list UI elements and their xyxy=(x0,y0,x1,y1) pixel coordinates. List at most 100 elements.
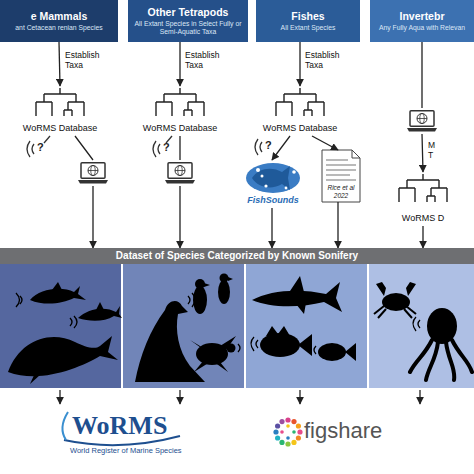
invertebrate-silhouette xyxy=(413,317,420,331)
sound-waves xyxy=(27,136,262,157)
output-arrow xyxy=(419,390,420,404)
edge-label: M T xyxy=(428,140,442,160)
invertebrate-silhouette xyxy=(410,340,472,380)
flow-arrow xyxy=(75,136,93,248)
fish-silhouette xyxy=(266,326,312,356)
flow-arrow xyxy=(337,202,338,248)
node-title: WoRMS Database xyxy=(23,123,97,134)
figshare-logo-graphic xyxy=(296,423,301,428)
flow-arrow xyxy=(59,42,60,86)
question-mark: ? xyxy=(265,139,272,151)
node-title: WoRMS Database xyxy=(143,123,217,134)
output-arrow xyxy=(179,390,180,404)
figshare-logo-graphic xyxy=(275,423,280,428)
sound-waves xyxy=(44,136,50,143)
flow-arrow xyxy=(179,42,180,86)
fish-silhouette xyxy=(251,337,316,354)
flow-arrow xyxy=(422,42,423,172)
invertebrate-silhouette xyxy=(382,293,410,311)
species-panel xyxy=(0,264,474,388)
fishsounds-logo: FishSounds xyxy=(242,160,304,208)
reference-document xyxy=(322,150,360,202)
node-title: WoRMS Database xyxy=(263,123,337,134)
flow-arrow xyxy=(422,226,423,248)
mammal-silhouette xyxy=(30,362,50,384)
tetrapod-silhouette xyxy=(188,293,240,352)
figshare-logo-text: figshare xyxy=(304,418,382,444)
figshare-logo-graphic xyxy=(292,430,296,434)
database-node: WoRMS Database xyxy=(15,86,105,136)
species-panel xyxy=(368,264,474,388)
reference-document xyxy=(322,150,360,202)
figshare-logo-graphic xyxy=(291,419,296,424)
flow-arrow xyxy=(312,136,338,150)
node-title: Invertebr xyxy=(400,10,445,22)
figshare-logo-graphic xyxy=(280,430,284,434)
flow-arrow xyxy=(271,208,272,248)
flow-arrow xyxy=(299,42,300,86)
fish-silhouette xyxy=(318,343,346,361)
worms-logo-text: WoRMS xyxy=(72,412,167,440)
laptop-icon xyxy=(78,163,108,184)
node-body: ant Cetacean renian Species xyxy=(15,24,102,32)
fishsounds-graphic xyxy=(285,187,288,190)
dataset-band: Dataset of Species Categorized by Known … xyxy=(0,248,474,264)
node-body: All Extant Species in Select Fully or Se… xyxy=(131,20,245,36)
node-title: FishSounds xyxy=(247,195,299,206)
fishsounds-graphic xyxy=(264,184,267,187)
figshare-logo-graphic xyxy=(286,424,290,428)
invertebrate-silhouette xyxy=(374,306,416,318)
tetrapod-silhouette xyxy=(195,279,205,289)
figshare-logo-graphic xyxy=(273,417,302,446)
figshare-logo-graphic xyxy=(279,419,284,424)
fish-silhouette xyxy=(260,333,300,357)
figshare-logo-graphic xyxy=(296,435,301,440)
category-header: InvertebrAny Fully Aqua with Relevan xyxy=(370,0,474,42)
mammal-silhouette xyxy=(8,282,122,384)
tetrapod-silhouette xyxy=(228,277,233,281)
database-node: WoRMS D xyxy=(378,172,468,226)
database-node: WoRMS Database xyxy=(135,86,225,136)
fish-silhouette xyxy=(345,343,356,361)
output-arrow xyxy=(60,390,420,404)
species-panel xyxy=(122,264,245,388)
reference-document xyxy=(326,160,356,180)
figshare-logo-graphic xyxy=(285,417,290,422)
fish-silhouette xyxy=(251,276,356,361)
node-title: Dataset of Species Categorized by Known … xyxy=(116,250,358,262)
figshare-logo-graphic xyxy=(291,440,296,445)
taxonomy-tree xyxy=(36,88,84,116)
fish-silhouette xyxy=(290,276,306,314)
fishsounds-graphic xyxy=(292,170,296,174)
node-title: WoRMS D xyxy=(402,213,444,224)
taxonomy-tree xyxy=(156,88,204,116)
tetrapod-silhouette xyxy=(135,274,240,383)
mammal-silhouette xyxy=(16,293,77,328)
node-title: Rice et al 2022 xyxy=(325,184,357,200)
worms-logo-graphic xyxy=(62,412,180,445)
laptop-icon xyxy=(165,163,195,184)
invertebrate-silhouette xyxy=(374,282,472,380)
mammal-silhouette xyxy=(96,302,104,310)
flow-arrow xyxy=(272,136,290,160)
taxonomy-tree xyxy=(36,88,447,202)
edge-label: Establish Taxa xyxy=(185,50,229,70)
category-header: Other TetrapodsAll Extant Species in Sel… xyxy=(128,0,248,42)
sound-waves xyxy=(153,141,160,157)
node-body: All Extant Species xyxy=(281,24,336,32)
taxonomy-tree xyxy=(399,174,447,202)
fishsounds-graphic xyxy=(256,168,260,172)
figshare-logo-graphic xyxy=(273,429,278,434)
sound-waves xyxy=(255,139,262,155)
node-title: e Mammals xyxy=(31,10,88,22)
flow-arrow xyxy=(179,136,180,248)
tetrapod-silhouette xyxy=(135,301,205,382)
tetrapod-silhouette xyxy=(204,283,210,287)
figshare-logo-graphic xyxy=(275,435,280,440)
reference-document xyxy=(352,150,360,158)
reference-document: Rice et al 2022 xyxy=(322,150,360,202)
species-panel xyxy=(245,264,368,388)
question-mark: ? xyxy=(163,141,170,153)
edge-label: Establish Taxa xyxy=(65,50,109,70)
node-body: Any Fully Aqua with Relevan xyxy=(379,24,465,32)
